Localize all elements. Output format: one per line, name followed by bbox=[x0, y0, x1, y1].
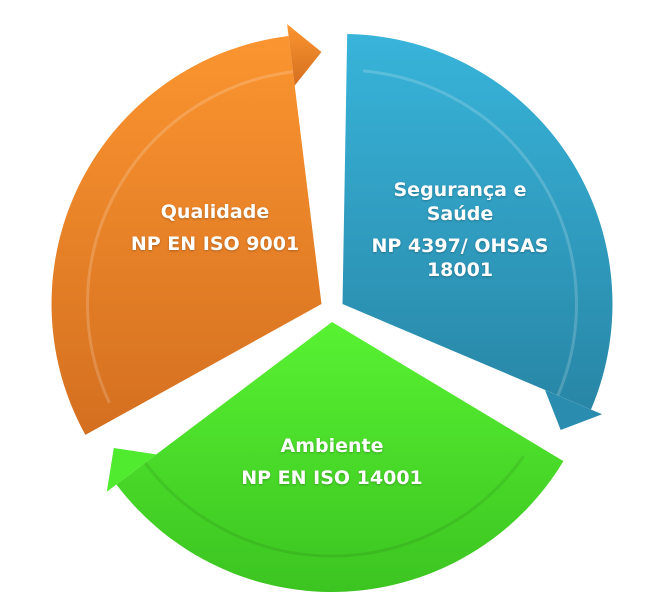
segment-safety bbox=[342, 34, 613, 430]
safety-title: Segurança e Saúde bbox=[393, 179, 527, 225]
label-safety: Segurança e Saúde NP 4397/ OHSAS 18001 bbox=[350, 178, 570, 282]
segment-quality bbox=[51, 24, 322, 435]
environment-standard: NP EN ISO 14001 bbox=[241, 467, 423, 489]
safety-standard: NP 4397/ OHSAS 18001 bbox=[371, 235, 549, 281]
quality-standard: NP EN ISO 9001 bbox=[130, 233, 300, 255]
segment-environment bbox=[106, 322, 564, 592]
label-quality: Qualidade NP EN ISO 9001 bbox=[110, 200, 320, 256]
quality-title: Qualidade bbox=[160, 201, 270, 223]
label-environment: Ambiente NP EN ISO 14001 bbox=[222, 434, 442, 490]
environment-title: Ambiente bbox=[280, 435, 384, 457]
